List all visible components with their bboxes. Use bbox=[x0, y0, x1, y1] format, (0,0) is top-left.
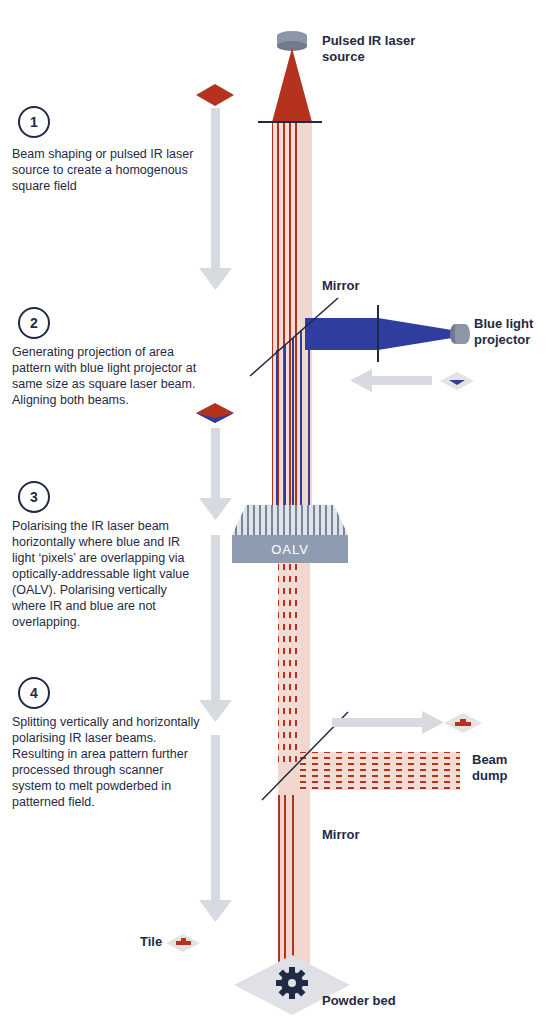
part-label: Pulsed IR laser source bbox=[322, 33, 442, 64]
oalv-box: OALV bbox=[232, 535, 348, 563]
callout-digit: 1 bbox=[30, 114, 38, 130]
field-icon bbox=[196, 84, 234, 106]
callout-number: 1 bbox=[18, 106, 50, 138]
flow-arrows bbox=[199, 108, 232, 922]
step-text: Splitting vertically and horizontally po… bbox=[12, 714, 202, 810]
part-label: Tile bbox=[140, 934, 180, 950]
callout-digit: 4 bbox=[30, 685, 38, 701]
callout-digit: 3 bbox=[30, 489, 38, 505]
field-icon bbox=[196, 403, 234, 423]
step-text: Polarising the IR laser beam horizontall… bbox=[12, 518, 202, 630]
callout-number: 3 bbox=[18, 481, 50, 513]
step-text: Generating projection of area pattern wi… bbox=[12, 344, 202, 408]
part-label: Mirror bbox=[322, 278, 402, 294]
mirror bbox=[250, 298, 338, 376]
step-text: Beam shaping or pulsed IR laser source t… bbox=[12, 146, 202, 194]
callout-number: 2 bbox=[18, 307, 50, 339]
part-label: Powder bed bbox=[322, 993, 442, 1009]
blue-lines bbox=[276, 322, 310, 510]
tile-icon bbox=[166, 934, 200, 952]
part-gear bbox=[276, 967, 308, 999]
part-label: Beam dump bbox=[472, 752, 522, 783]
part-label: Mirror bbox=[322, 827, 402, 843]
part-label: Blue light projector bbox=[474, 316, 554, 347]
callout-number: 4 bbox=[18, 677, 50, 709]
callout-digit: 2 bbox=[30, 315, 38, 331]
box-label: OALV bbox=[271, 542, 309, 557]
